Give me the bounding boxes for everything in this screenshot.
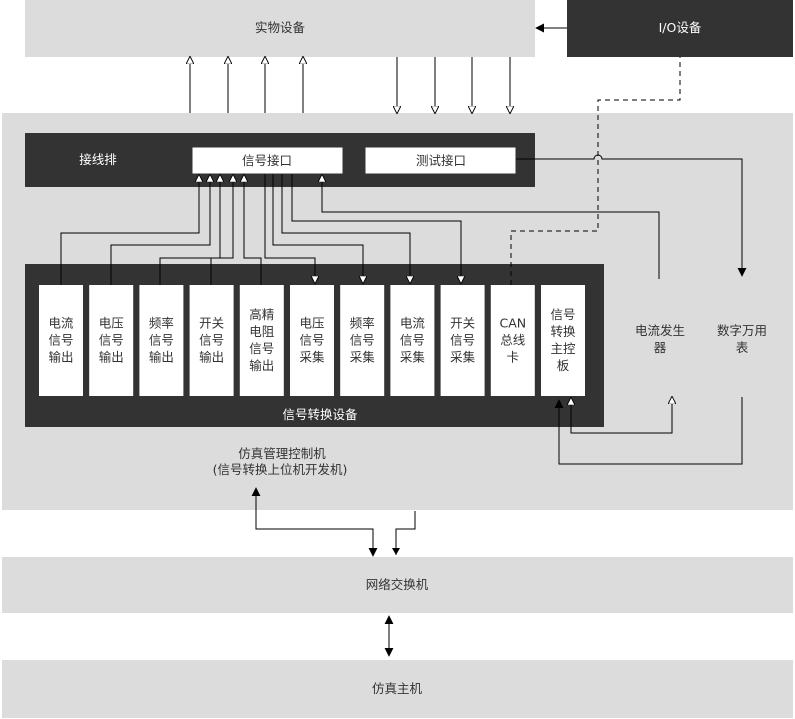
module-box [340, 285, 385, 396]
module-box [39, 285, 83, 396]
signal-converter-label: 信号转换设备 [282, 407, 358, 422]
module-label: 高精 [249, 307, 274, 322]
module-label: 采集 [299, 350, 325, 365]
wire-current-acq [281, 174, 410, 283]
current-generator-label-2: 器 [654, 340, 667, 355]
current-generator-label-1: 电流发生 [635, 323, 685, 338]
module-box [390, 285, 435, 396]
network-switch-label: 网络交换机 [366, 577, 429, 592]
module-label: 信号 [149, 333, 174, 348]
wire-multimeter-board [554, 397, 743, 465]
multimeter-label-2: 表 [736, 340, 749, 355]
multimeter-label-1: 数字万用 [717, 323, 767, 338]
module-label: 信号 [299, 333, 324, 348]
test-interface-label: 测试接口 [416, 153, 466, 168]
wire-resistance-output [244, 175, 262, 285]
module-label: 信号 [99, 333, 124, 348]
module-label: 电压 [99, 316, 124, 331]
module-box [139, 285, 184, 396]
wire-board-current-generator [571, 397, 672, 434]
wire-current-output [60, 175, 199, 285]
module-label: 信号 [249, 341, 274, 356]
network-switch-box [2, 557, 793, 613]
wire-freq-acq [272, 174, 363, 283]
module-box [290, 285, 334, 396]
module-label: 输出 [249, 358, 274, 373]
module-label: 主控 [550, 341, 576, 356]
physical-device-label: 实物设备 [255, 20, 306, 35]
module-label: 信号 [199, 333, 224, 348]
module-label: 信号 [550, 307, 575, 322]
module-label: 电压 [299, 316, 324, 331]
module-label: 卡 [507, 350, 520, 365]
physical-device-box [25, 0, 535, 57]
module-label: 信号 [450, 333, 475, 348]
module-box [541, 285, 585, 396]
switch-arrowhead [392, 548, 400, 555]
module-label: 板 [557, 358, 570, 373]
test-interface-box [364, 146, 517, 175]
signal-interface-label: 信号接口 [242, 153, 292, 168]
module-box [239, 285, 284, 396]
module-label: 开关 [450, 316, 475, 331]
module-box [440, 285, 485, 396]
terminal-strip-label: 接线排 [79, 152, 117, 167]
module-label: 总线 [500, 333, 526, 348]
wire-control-switch-left [251, 487, 378, 557]
module-label: 输出 [99, 350, 124, 365]
module-label: 采集 [450, 350, 476, 365]
module-label: 输出 [48, 350, 73, 365]
module-label: 采集 [350, 350, 376, 365]
can-dashed-link [510, 57, 681, 285]
wire-control-switch-right [395, 511, 416, 555]
io-device-label: I/O设备 [659, 20, 702, 35]
signal-interface-box [191, 146, 344, 175]
sim-control-label-1: 仿真管理控制机 [238, 446, 326, 461]
wire-test-to-multimeter [516, 154, 747, 277]
module-label: CAN [499, 316, 526, 331]
sim-host-box [2, 660, 793, 718]
sim-host-label: 仿真主机 [372, 681, 423, 696]
module-label: 频率 [350, 316, 375, 331]
wire-voltage-acq [264, 174, 315, 283]
sim-control-label-2: (信号转换上位机开发机) [213, 462, 348, 477]
module-box [189, 285, 234, 396]
module-label: 电流 [48, 316, 74, 331]
modules-group: 电流信号输出电压信号输出频率信号输出开关信号输出高精电阻信号输出电压信号采集频率… [39, 285, 585, 396]
module-label: 信号 [350, 333, 375, 348]
module-label: 输出 [149, 350, 174, 365]
wire-freq-output [159, 175, 220, 285]
module-label: 电流 [400, 316, 426, 331]
module-label: 转换 [550, 324, 576, 339]
module-label: 电阻 [249, 324, 275, 339]
io-device-box [567, 0, 793, 57]
wire-switch-output [210, 175, 233, 285]
module-box [89, 285, 134, 396]
wire-current-generator [322, 175, 660, 279]
module-label: 信号 [400, 333, 425, 348]
wire-voltage-output [110, 175, 210, 285]
module-label: 采集 [400, 350, 426, 365]
module-label: 开关 [199, 316, 224, 331]
module-label: 输出 [199, 350, 224, 365]
wire-switch-acq [291, 174, 461, 283]
module-label: 频率 [149, 316, 174, 331]
module-label: 信号 [48, 333, 73, 348]
module-box [490, 285, 535, 396]
